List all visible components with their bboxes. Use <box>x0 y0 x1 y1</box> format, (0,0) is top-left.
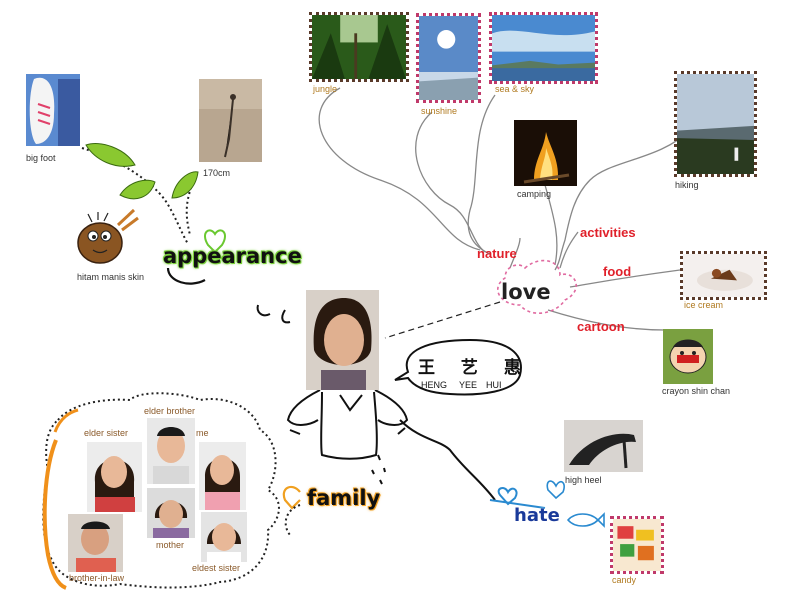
family-title: family <box>307 486 381 510</box>
pinyin-yee: YEE <box>459 380 478 390</box>
sea-and-sky-photo <box>489 12 598 84</box>
appearance-heart-icon <box>204 229 226 254</box>
eldest-sister-caption: eldest sister <box>192 563 241 573</box>
170cm-photo <box>199 79 262 162</box>
me-caption: me <box>196 428 209 438</box>
jungle-caption: jungle <box>313 84 338 94</box>
elder-brother-photo <box>147 418 195 484</box>
ice-cream-caption: ice cream <box>684 300 724 310</box>
sunshine-photo <box>416 13 481 103</box>
appearance-swirl <box>166 267 206 285</box>
sea-and-sky-caption: sea & sky <box>495 84 535 94</box>
camping-photo <box>514 120 577 186</box>
family-orange-stroke-top <box>53 408 79 433</box>
portrait-photo <box>306 290 379 390</box>
sunshine-caption: sunshine <box>421 106 458 116</box>
hitam-manis-character-icon <box>77 208 139 264</box>
brother-in-law-caption: brother-in-law <box>69 573 125 583</box>
me-photo <box>199 442 246 510</box>
appearance-title: appearance <box>163 244 302 268</box>
big-foot-caption: big foot <box>26 153 56 163</box>
elder-sister-photo <box>87 442 142 512</box>
crayon-shin-chan-caption: crayon shin chan <box>662 386 731 396</box>
family-heart-icon <box>282 485 301 510</box>
fish-icon <box>546 480 605 528</box>
pinyin-hui: HUI <box>486 380 502 390</box>
center-figure <box>286 389 409 460</box>
love-branch-lines <box>318 87 691 331</box>
hiking-caption: hiking <box>675 180 699 190</box>
hate-title: hate <box>514 505 560 526</box>
candy-photo <box>610 516 664 574</box>
pinyin-heng: HENG <box>421 380 448 390</box>
crayon-shin-chan-photo <box>663 329 713 384</box>
camping-caption: camping <box>517 189 552 199</box>
eldest-sister-photo <box>201 512 247 562</box>
hitam-manis-caption: hitam manis skin <box>77 272 145 282</box>
family-link-dots <box>284 504 301 536</box>
nature-label: nature <box>477 246 517 261</box>
170cm-caption: 170cm <box>203 168 231 178</box>
name-speech-bubble <box>394 338 522 396</box>
elder-sister-caption: elder sister <box>84 428 129 438</box>
hate-branch-line <box>399 419 496 501</box>
love-title: love <box>501 280 551 304</box>
elder-brother-caption: elder brother <box>144 406 196 416</box>
hiking-photo <box>674 71 757 177</box>
family-orange-stroke <box>42 439 67 590</box>
chinese-name: 王 艺 惠 <box>418 358 531 378</box>
cartoon-label: cartoon <box>577 319 625 334</box>
brother-in-law-photo <box>68 514 123 572</box>
candy-caption: candy <box>612 575 637 585</box>
high-heel-caption: high heel <box>565 475 602 485</box>
ice-cream-photo <box>680 251 767 300</box>
activities-label: activities <box>580 225 636 240</box>
leaf-icons <box>85 143 199 200</box>
motion-marks <box>256 304 386 485</box>
hate-arrow-heart-icon <box>489 487 546 509</box>
love-to-portrait-line <box>384 301 501 339</box>
jungle-photo <box>309 12 409 82</box>
high-heel-photo <box>564 420 643 472</box>
big-foot-photo <box>26 74 80 146</box>
food-label: food <box>603 264 632 279</box>
mother-photo <box>147 488 195 538</box>
mother-caption: mother <box>156 540 185 550</box>
